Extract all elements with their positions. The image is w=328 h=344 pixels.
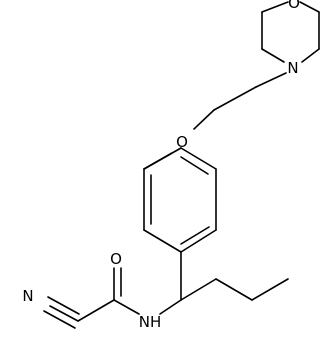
ether-oxygen-label: O [176,133,188,151]
bond [261,1,289,13]
bond [43,310,76,329]
bond [215,278,253,301]
bond [77,299,115,322]
bond [143,229,182,253]
bond [180,226,210,245]
bond [180,278,217,301]
bond [180,156,209,175]
carbonyl-oxygen-label: O [110,250,122,268]
bond [255,72,287,88]
nitrile-nitrogen-label: N [22,287,33,305]
morpholine-oxygen-label: O [288,0,300,12]
bond [113,299,140,315]
bond [261,48,285,63]
bond [49,305,79,322]
bond [180,229,217,253]
bond [213,86,257,111]
bond [159,299,182,315]
amide-nh-label: NH [139,313,162,331]
bond [47,296,80,315]
bond [251,278,289,301]
bond [299,1,320,13]
bond [180,147,217,170]
bond [301,48,320,63]
bond [193,109,215,130]
morpholine-nitrogen-label: N [287,59,298,77]
bond [143,147,182,170]
